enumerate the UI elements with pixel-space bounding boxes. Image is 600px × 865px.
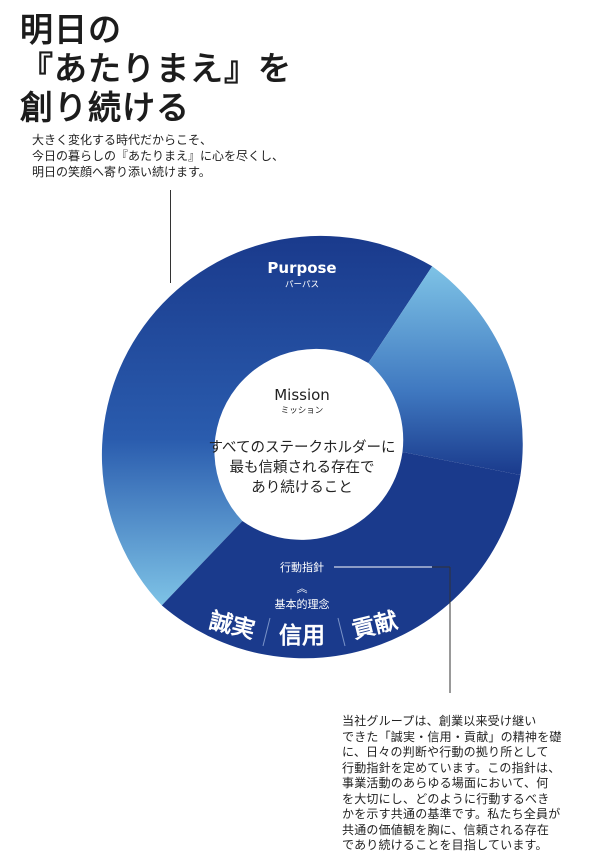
principle-divider-1 xyxy=(262,617,271,647)
principles-title: 基本的理念 xyxy=(275,597,330,611)
purpose-intro-text: 大きく変化する時代だからこそ、 今日の暮らしの『あたりまえ』に心を尽くし、 明日… xyxy=(32,132,284,180)
conduct-description-text: 当社グループは、創業以来受け継い できた「誠実・信用・貢献」の精神を礎 に、日々… xyxy=(342,714,594,854)
purpose-title: Purpose xyxy=(267,259,336,277)
mission-statement-line-3: あり続けること xyxy=(251,479,353,496)
mission-kana: ミッション xyxy=(281,406,324,416)
conduct-title: 行動指針 xyxy=(280,560,324,574)
mission-statement-line-1: すべてのステークホルダーに xyxy=(209,439,396,456)
principle-trust: 信用 xyxy=(279,622,325,649)
purpose-kana: パーパス xyxy=(285,280,319,290)
desc-line-2: できた「誠実・信用・貢献」の精神を礎 xyxy=(342,729,562,744)
desc-line-1: 当社グループは、創業以来受け継い xyxy=(342,714,537,728)
page-headline: 明日の 『あたりまえ』を 創り続ける xyxy=(20,10,292,127)
desc-line-8: 共通の価値観を胸に、信頼される存在 xyxy=(342,822,550,837)
headline-line-2: 『あたりまえ』を xyxy=(20,49,292,88)
intro-line-1: 大きく変化する時代だからこそ、 xyxy=(32,133,213,147)
intro-line-2: 今日の暮らしの『あたりまえ』に心を尽くし、 xyxy=(32,149,285,163)
desc-line-7: かを示す共通の基準です。私たち全員が xyxy=(342,807,561,821)
headline-line-1: 明日の xyxy=(20,10,122,49)
mission-title: Mission xyxy=(274,386,330,404)
mission-statement-line-2: 最も信頼される存在で xyxy=(230,459,375,476)
desc-line-9: であり続けることを目指しています。 xyxy=(342,838,548,852)
principle-divider-2 xyxy=(337,617,346,647)
desc-line-3: に、日々の判断や行動の拠り所として xyxy=(342,745,549,759)
intro-line-3: 明日の笑顔へ寄り添い続けます。 xyxy=(32,165,211,179)
headline-line-3: 創り続ける xyxy=(20,88,190,127)
desc-line-5: 事業活動のあらゆる場面において、何 xyxy=(342,776,549,790)
chevron-up-icon: ︽ xyxy=(297,582,308,595)
desc-line-6: を大切にし、どのように行動するべき xyxy=(342,791,550,806)
purpose-leader-vertical xyxy=(170,190,171,283)
ring-segment-right xyxy=(368,266,523,475)
ring-segment-purpose xyxy=(101,235,433,606)
desc-line-4: 行動指針を定めています。この指針は、 xyxy=(342,760,561,775)
ring-segment-conduct xyxy=(161,452,521,659)
